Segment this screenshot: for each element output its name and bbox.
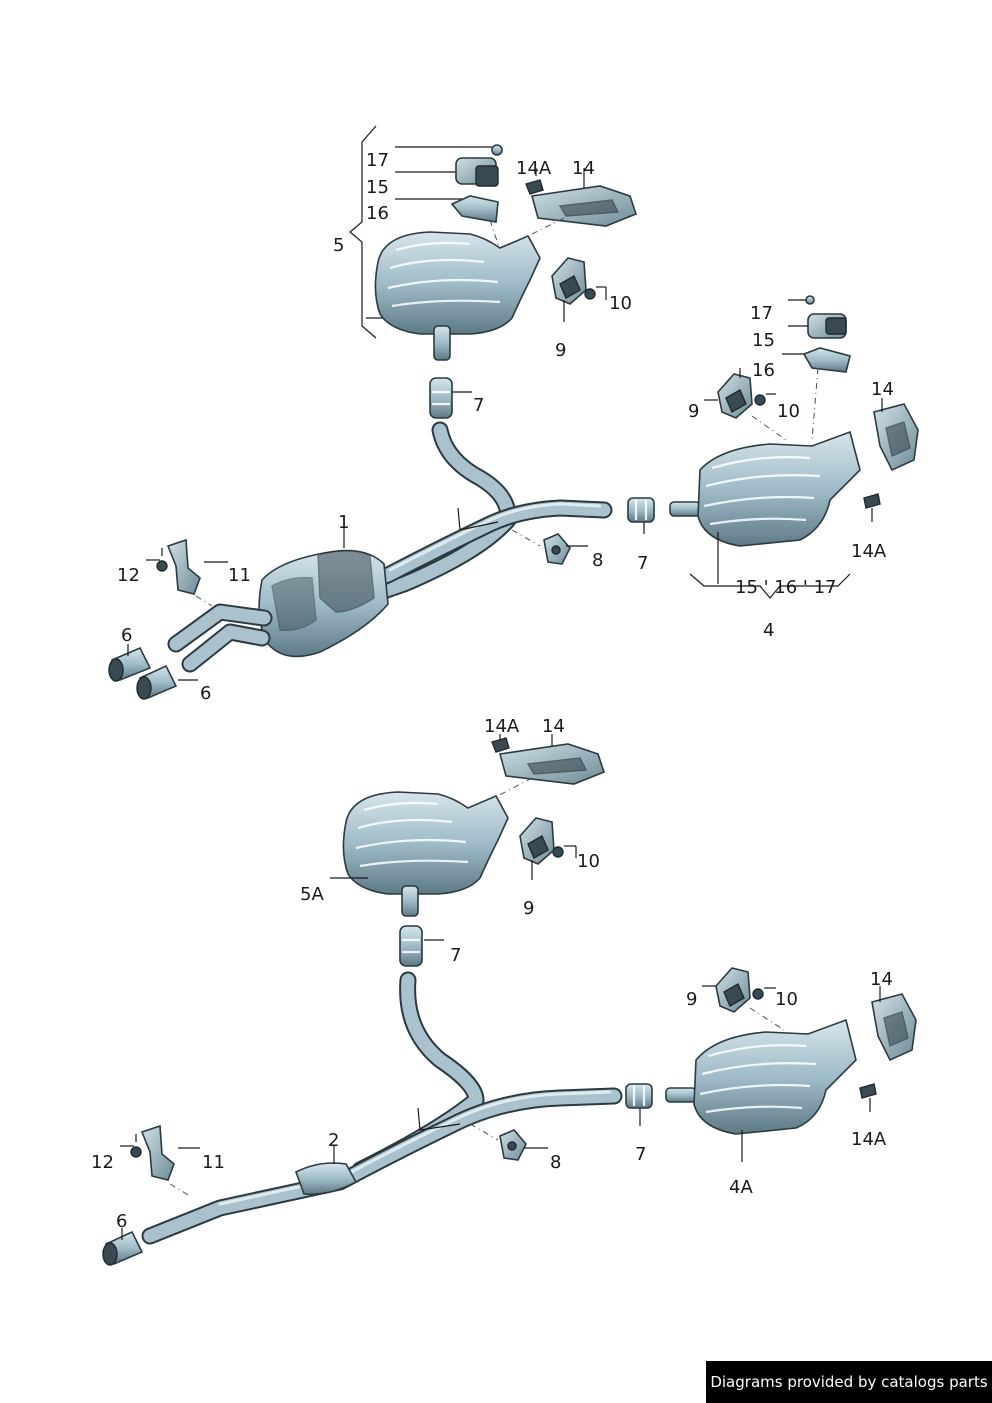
screw-14a-upper (525, 168, 544, 195)
clamp-7-upper (429, 377, 472, 419)
label-10-upper-right: 10 (777, 401, 800, 422)
part-labels: 17 15 16 5 14A 14 10 9 7 1 12 11 6 6 8 7… (91, 150, 894, 1232)
label-14-upper: 14 (572, 158, 595, 179)
center-pipe-1 (167, 421, 613, 673)
bracket-11-lower (120, 1124, 200, 1197)
tailpipe-trim-upper-right (863, 398, 919, 522)
label-6-upper-a: 6 (121, 625, 132, 646)
tailpipe-trim-lower (489, 734, 605, 801)
label-7-lower: 7 (450, 945, 461, 966)
label-9-lower-right: 9 (686, 989, 697, 1010)
flap-actuator-upper-right (782, 295, 851, 441)
pipe-sleeve-6-lower (102, 1228, 144, 1266)
hanger-9-upper (551, 257, 607, 322)
rear-silencer-4 (669, 430, 861, 584)
rear-silencer-5 (374, 231, 541, 361)
label-11-upper: 11 (228, 565, 251, 586)
label-10-lower-right: 10 (775, 989, 798, 1010)
label-1: 1 (338, 512, 349, 533)
clamp-7-lower-right (625, 1083, 653, 1126)
group-4-brace (689, 573, 851, 599)
label-6-upper-b: 6 (200, 683, 211, 704)
label-9-upper-right: 9 (688, 401, 699, 422)
label-14a-lower-right: 14A (851, 1129, 887, 1150)
label-15-upper-right: 15 (752, 330, 775, 351)
label-14-lower-right: 14 (870, 969, 893, 990)
label-7-lower-right: 7 (635, 1144, 646, 1165)
label-9-lower: 9 (523, 898, 534, 919)
label-14-lower: 14 (542, 716, 565, 737)
lower-assembly (102, 734, 917, 1266)
bracket-11-upper (146, 538, 228, 607)
hanger-9-lower-right (702, 967, 785, 1031)
label-12-lower: 12 (91, 1152, 114, 1173)
label-14a-upper-right: 14A (851, 541, 887, 562)
tailpipe-trim-upper (519, 168, 637, 241)
upper-assembly (108, 125, 919, 700)
clamp-7-upper-right (627, 497, 655, 534)
label-6-lower: 6 (116, 1211, 127, 1232)
clamp-7-lower (399, 925, 444, 967)
screw-14a-lower (491, 734, 510, 753)
label-8-lower: 8 (550, 1152, 561, 1173)
pipe-sleeve-6-upper-a (108, 644, 152, 682)
label-2: 2 (328, 1130, 339, 1151)
footer-credit: Diagrams provided by catalogs parts (706, 1361, 992, 1403)
label-10-upper: 10 (609, 293, 632, 314)
label-12-upper: 12 (117, 565, 140, 586)
label-5a: 5A (300, 884, 324, 905)
label-7-upper: 7 (473, 395, 484, 416)
center-pipe-2 (141, 971, 623, 1245)
hanger-9-upper-right (704, 368, 787, 441)
label-4: 4 (763, 620, 774, 641)
hanger-8-upper (511, 529, 588, 565)
label-16-upper-right: 16 (752, 360, 775, 381)
rear-silencer-4a (665, 1018, 857, 1162)
rear-silencer-5a (330, 791, 509, 917)
pipe-sleeve-6-upper-b (136, 664, 198, 700)
group-5-brace (349, 125, 377, 339)
hanger-8-lower (469, 1123, 548, 1161)
label-16-upper: 16 (366, 203, 389, 224)
label-7-upper-right: 7 (637, 553, 648, 574)
label-15-upper: 15 (366, 177, 389, 198)
tailpipe-trim-lower-right (859, 986, 917, 1112)
label-15-16-17: 15 ' 16 ' 17 (735, 577, 837, 598)
label-4a: 4A (729, 1177, 753, 1198)
label-8-upper: 8 (592, 550, 603, 571)
label-9-upper: 9 (555, 340, 566, 361)
label-14a-lower: 14A (484, 716, 520, 737)
label-10-lower: 10 (577, 851, 600, 872)
label-5: 5 (333, 235, 344, 256)
label-17-upper-right: 17 (750, 303, 773, 324)
flap-actuator-upper (450, 144, 503, 251)
hanger-9-lower (519, 817, 577, 880)
label-17-upper: 17 (366, 150, 389, 171)
label-11-lower: 11 (202, 1152, 225, 1173)
label-14-upper-right: 14 (871, 379, 894, 400)
label-14a-upper: 14A (516, 158, 552, 179)
